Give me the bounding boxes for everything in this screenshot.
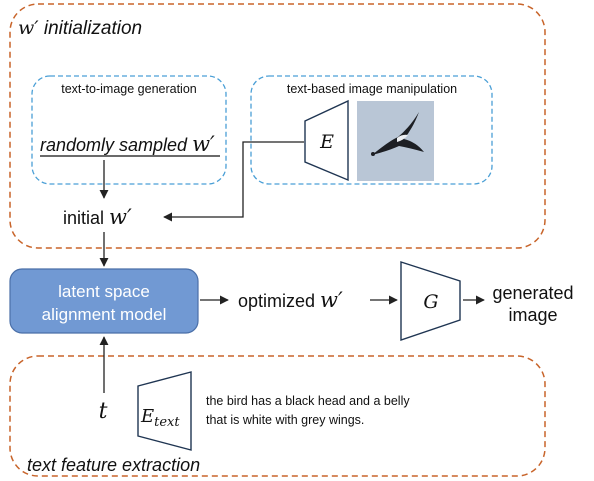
optimized-w-var: w′ [320, 288, 343, 312]
initial-w-label: initial w′ [63, 205, 132, 229]
initial-w-var: w′ [109, 205, 132, 229]
text-feature-section-box [9, 355, 546, 477]
init-section-box [9, 3, 546, 249]
text-encoder-sub: text [154, 415, 180, 430]
generated-image-line1: generated [492, 283, 573, 303]
text-input-symbol: t [99, 399, 108, 424]
randomly-sampled-label: randomly sampled w′ [40, 132, 215, 156]
encoder-e-label: E [319, 131, 334, 153]
randomly-sampled-var: w′ [192, 132, 215, 156]
init-title-var: w′ [18, 17, 39, 39]
init-section-title: w′ initialization [18, 17, 142, 39]
manip-subpanel-title: text-based image manipulation [287, 82, 457, 96]
initial-w-prefix: initial [63, 208, 109, 228]
alignment-model-line1: latent space [58, 282, 150, 301]
t2i-subpanel [31, 75, 227, 185]
text-feature-section-title: text feature extraction [27, 455, 200, 475]
randomly-sampled-prefix: randomly sampled [40, 135, 192, 155]
generator-g-label: G [423, 291, 438, 313]
text-encoder-label: Etext [140, 406, 180, 430]
generator-g-block [400, 261, 461, 341]
optimized-w-prefix: optimized [238, 291, 320, 311]
text-encoder-block [137, 371, 192, 451]
caption-line2: that is white with grey wings. [206, 413, 364, 427]
encoder-e-block [304, 99, 349, 182]
manip-subpanel [250, 75, 493, 185]
text-encoder-base: E [140, 406, 154, 427]
optimized-w-label: optimized w′ [238, 288, 343, 312]
caption-line1: the bird has a black head and a belly [206, 394, 410, 408]
alignment-model-block [9, 268, 199, 334]
generated-image-line2: image [508, 305, 557, 325]
alignment-model-line2: alignment model [42, 305, 167, 324]
t2i-subpanel-title: text-to-image generation [61, 82, 197, 96]
init-title-suffix: initialization [39, 18, 143, 39]
bird-image [357, 101, 434, 181]
arrow-encoder-to-initial [163, 141, 304, 222]
